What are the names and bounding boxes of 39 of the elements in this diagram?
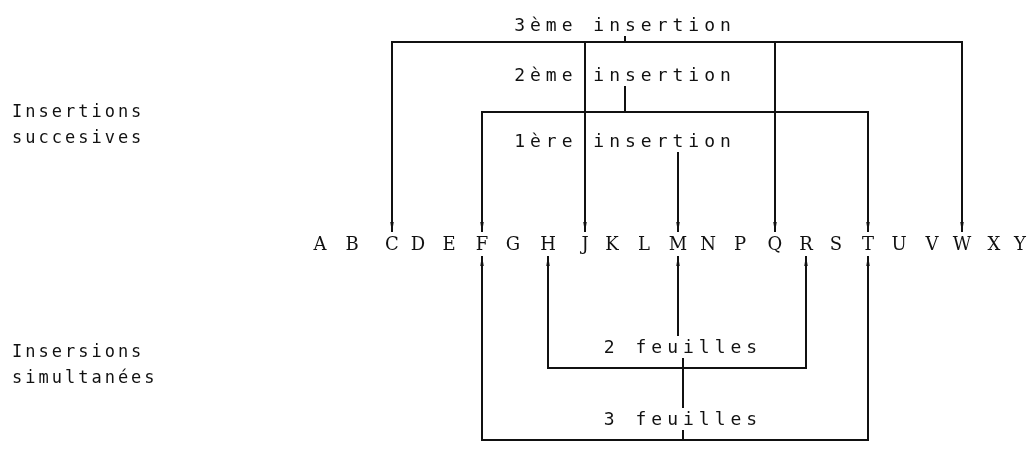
insertion-label: 1ère insertion xyxy=(514,130,736,152)
letter-label: C xyxy=(382,232,402,256)
letter-label: A xyxy=(310,232,330,256)
connector-line xyxy=(682,357,684,409)
arrow xyxy=(624,35,964,233)
arrow xyxy=(676,255,680,337)
arrow xyxy=(624,85,870,233)
arrow xyxy=(682,255,870,441)
letter-label: L xyxy=(634,232,654,256)
letter-label: H xyxy=(538,232,558,256)
insertion-label: 3 feuilles xyxy=(603,408,763,430)
row-label: Insertions succesives xyxy=(12,100,146,149)
arrow xyxy=(480,255,684,441)
letter-label: X xyxy=(984,232,1004,256)
letter-label: J xyxy=(575,232,595,256)
letter-label: M xyxy=(668,232,688,256)
letter-label: Y xyxy=(1010,232,1030,256)
letter-label: P xyxy=(730,232,750,256)
letter-label: G xyxy=(503,232,523,256)
insertion-label: 2 feuilles xyxy=(603,336,763,358)
letter-label: K xyxy=(602,232,622,256)
letter-label: S xyxy=(826,232,846,256)
letter-label: T xyxy=(858,232,878,256)
letter-label: N xyxy=(698,232,718,256)
letter-label: Q xyxy=(765,232,785,256)
arrow xyxy=(546,255,684,369)
insertion-label: 3ème insertion xyxy=(514,14,736,36)
letter-label: W xyxy=(952,232,972,256)
letter-label: F xyxy=(472,232,492,256)
letter-label: U xyxy=(889,232,909,256)
arrow xyxy=(682,255,808,369)
insertion-label: 2ème insertion xyxy=(514,64,736,86)
row-label: Insersions simultanées xyxy=(12,340,159,389)
letter-label: R xyxy=(796,232,816,256)
letter-label: D xyxy=(408,232,428,256)
letter-label: V xyxy=(922,232,942,256)
arrow xyxy=(676,151,680,233)
letter-label: E xyxy=(439,232,459,256)
letter-label: B xyxy=(342,232,362,256)
